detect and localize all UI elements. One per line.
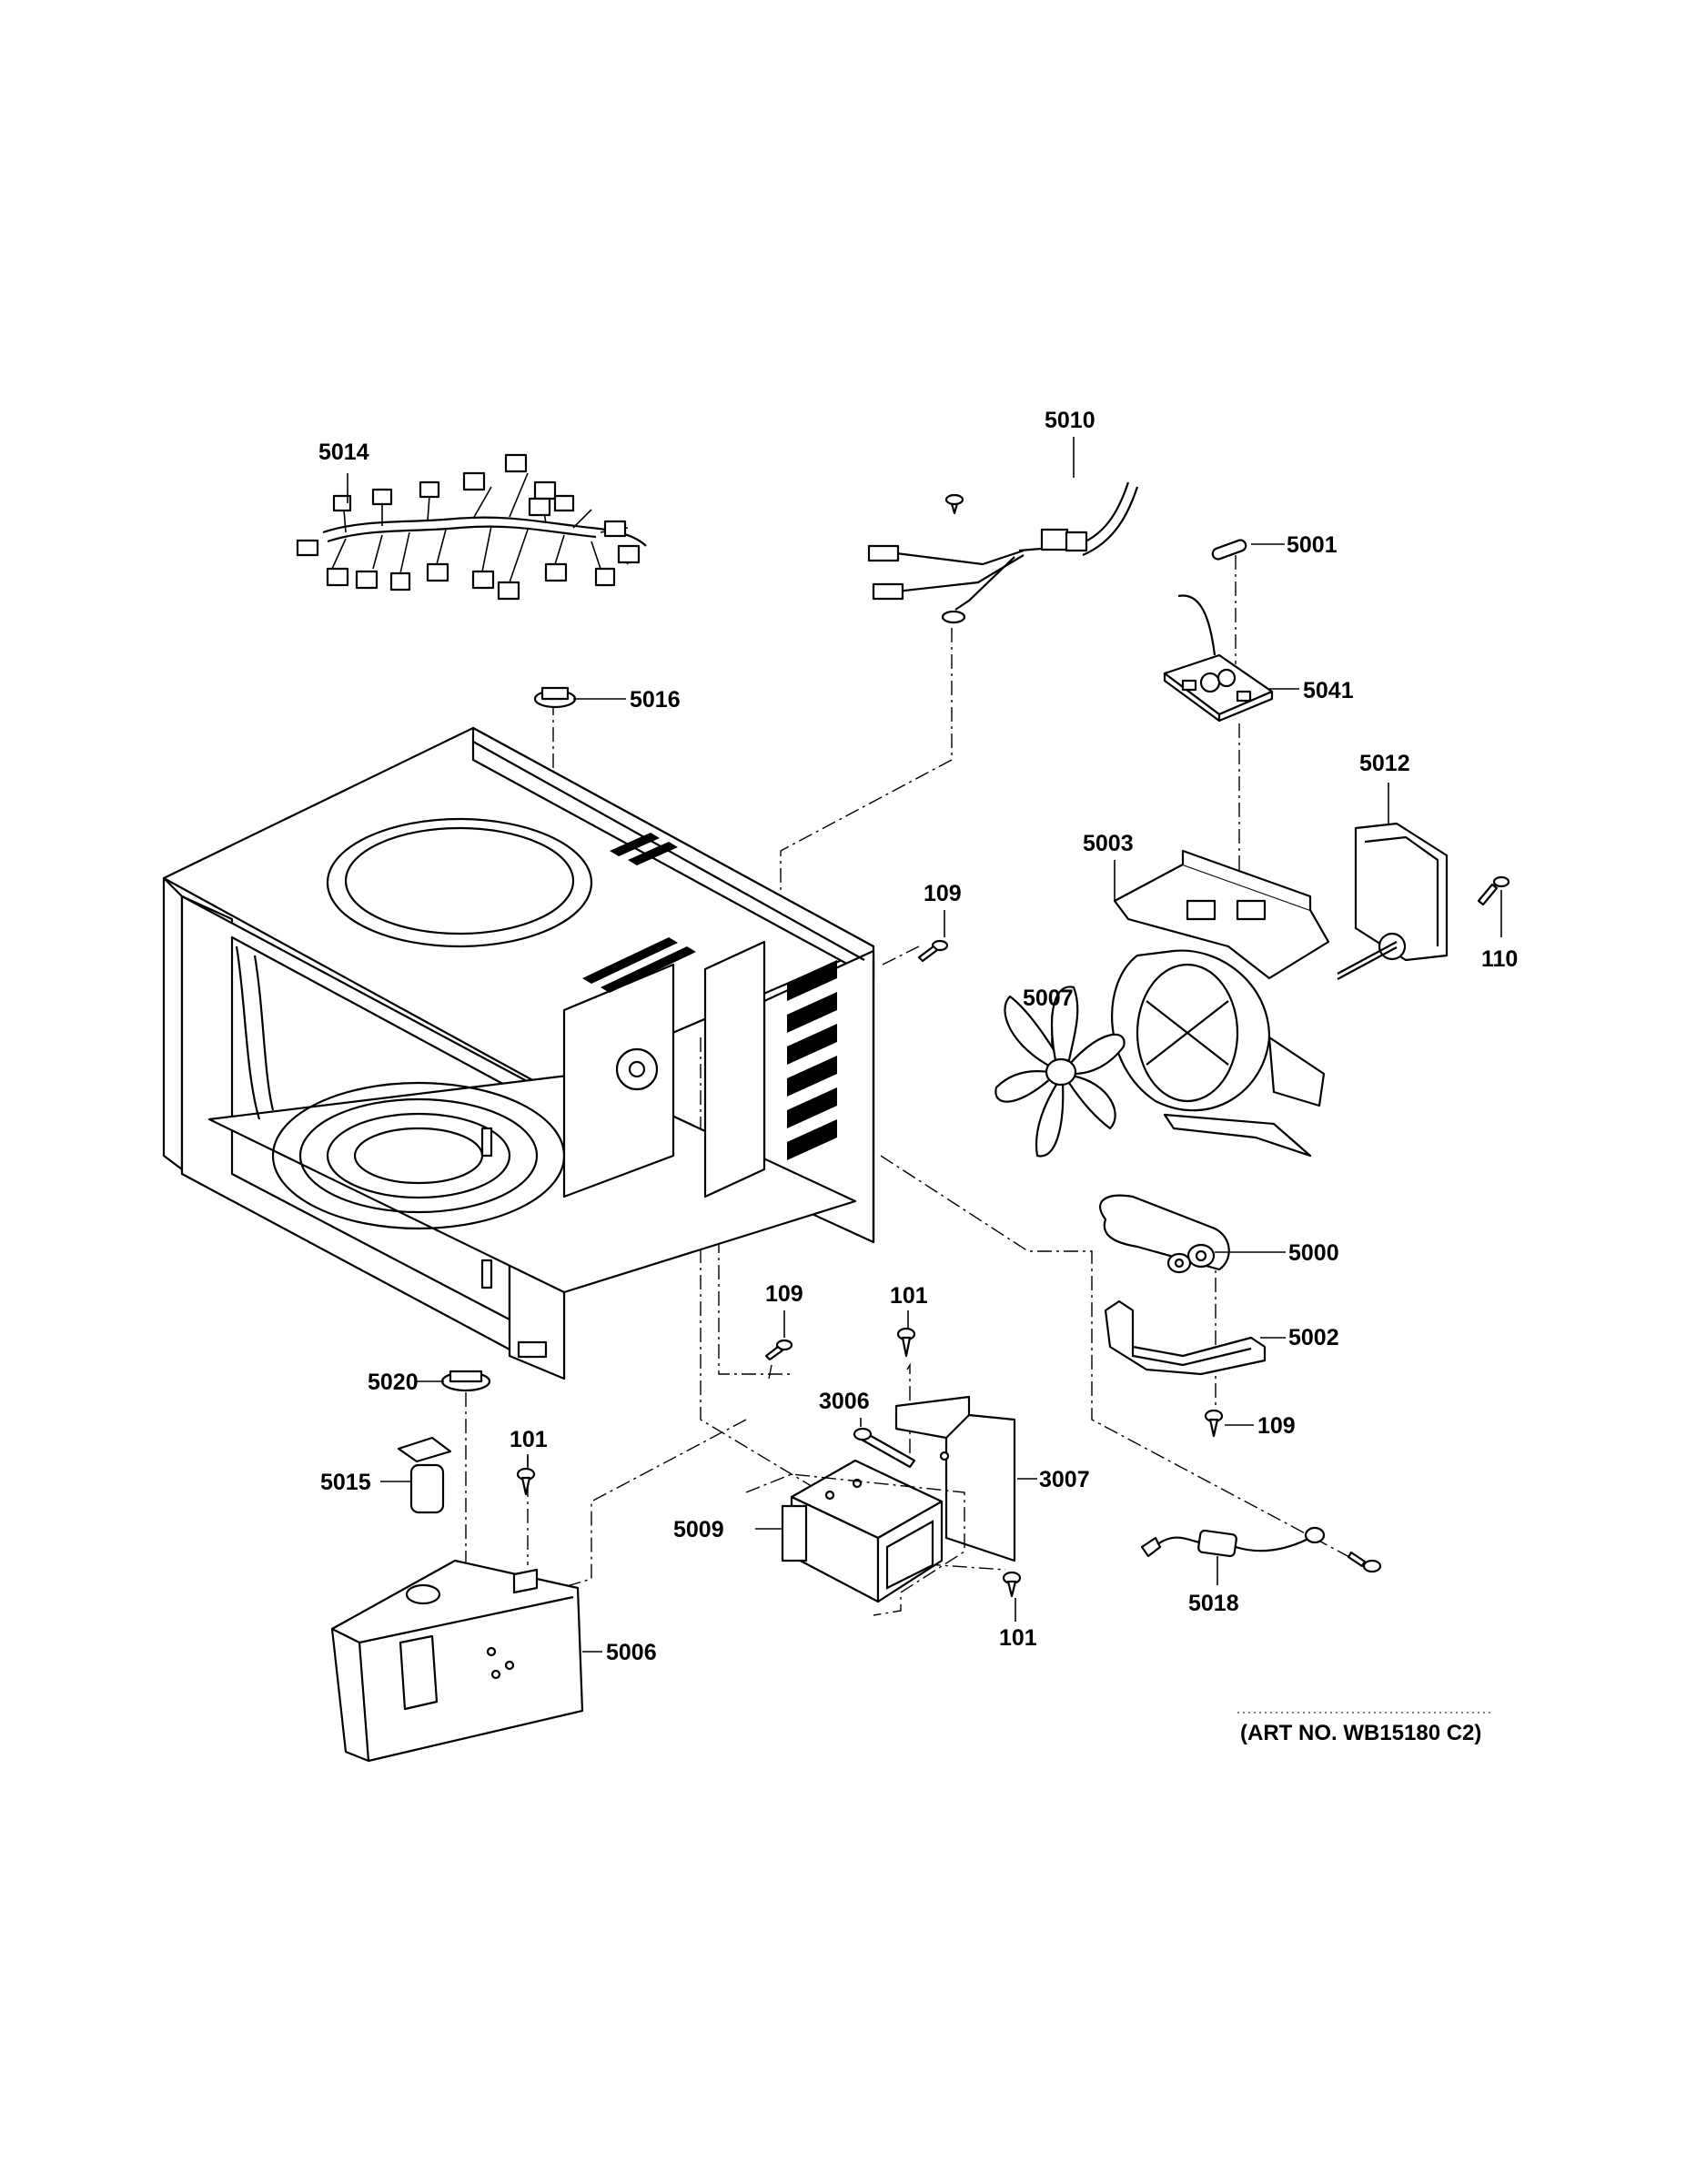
label-3007: 3007 — [1039, 1467, 1090, 1492]
label-109-mid: 109 — [765, 1281, 803, 1307]
label-101-bottom: 101 — [999, 1625, 1037, 1651]
screw-101-top — [896, 1327, 916, 1358]
label-5020: 5020 — [368, 1370, 419, 1395]
label-5014: 5014 — [318, 440, 369, 465]
fan-blade-5007 — [994, 986, 1126, 1158]
art-number: (ART NO. WB15180 C2) — [1240, 1721, 1481, 1745]
label-5015: 5015 — [320, 1470, 371, 1495]
pin-5001 — [1211, 539, 1247, 561]
leader-lines — [347, 437, 1502, 1653]
label-5009: 5009 — [673, 1517, 724, 1542]
label-109-bottom: 109 — [1257, 1413, 1296, 1439]
label-5016: 5016 — [630, 687, 681, 713]
label-5018: 5018 — [1188, 1591, 1239, 1616]
lamp-5015 — [397, 1436, 452, 1514]
screw-101-left — [516, 1467, 536, 1496]
label-5006: 5006 — [606, 1640, 657, 1665]
label-101-top: 101 — [890, 1283, 928, 1309]
noise-filter-5041 — [1163, 594, 1274, 723]
capacitor-bracket-5002 — [1104, 1299, 1267, 1376]
label-5000: 5000 — [1288, 1240, 1339, 1266]
label-5041: 5041 — [1303, 678, 1354, 703]
label-5007: 5007 — [1023, 986, 1074, 1011]
capacitor-5000 — [1099, 1194, 1230, 1274]
label-3006: 3006 — [819, 1389, 870, 1414]
label-109-top: 109 — [924, 881, 962, 906]
screw-5018 — [1347, 1551, 1382, 1573]
assembly-lines — [465, 555, 1366, 1602]
duct-5006 — [330, 1559, 584, 1763]
screw-110 — [1477, 875, 1510, 906]
label-5012: 5012 — [1359, 751, 1410, 776]
magnetron-bracket-3007 — [894, 1395, 1016, 1562]
thermostat-5020 — [440, 1370, 491, 1392]
label-110: 110 — [1481, 946, 1518, 972]
fan-housing-5003 — [1111, 849, 1330, 1158]
wire-5018 — [1140, 1526, 1326, 1558]
thermal-cutout-3006 — [853, 1427, 916, 1469]
screw-109-bottom — [1204, 1409, 1224, 1438]
screws — [516, 875, 1510, 1598]
screw-109-top — [917, 939, 949, 963]
oven-cavity — [162, 726, 875, 1380]
magnetron-5009 — [745, 1459, 965, 1616]
vent-mesh-top — [582, 833, 696, 993]
label-5002: 5002 — [1288, 1325, 1339, 1350]
fan-motor-5012 — [1337, 822, 1449, 980]
screw-101-bottom — [1002, 1571, 1022, 1598]
part-labels: 5014 5010 5001 5041 5016 5012 5003 109 1… — [318, 408, 1518, 1665]
wire-harness-5014 — [296, 453, 647, 601]
label-5003: 5003 — [1083, 831, 1134, 856]
harness-connectors — [296, 453, 641, 601]
label-5001: 5001 — [1287, 532, 1338, 558]
vent-mesh-side — [787, 960, 837, 1160]
label-101-left: 101 — [510, 1427, 548, 1452]
screw-109-mid — [764, 1339, 793, 1361]
thermostat-5016 — [533, 686, 577, 709]
harness-5010 — [867, 481, 1139, 624]
label-5010: 5010 — [1045, 408, 1095, 433]
